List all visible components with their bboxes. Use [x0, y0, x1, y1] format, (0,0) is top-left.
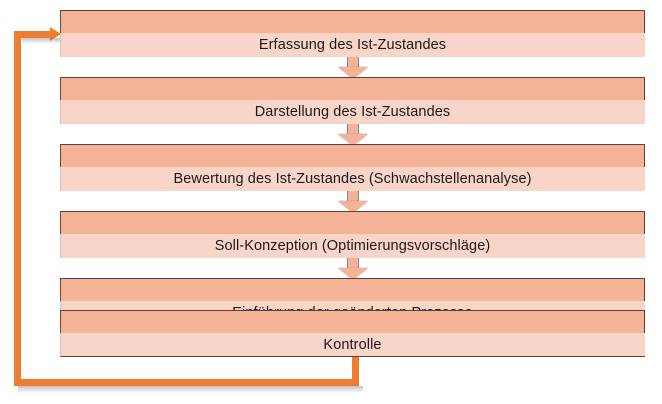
- loop-segment-down-from-kontrolle: [352, 355, 359, 386]
- loop-segment-left-riser: [14, 31, 21, 386]
- process-label-step-3: Bewertung des Ist-Zustandes (Schwachstel…: [173, 171, 532, 187]
- down-block-arrow-icon: [338, 67, 368, 79]
- process-label-step-2: Darstellung des Ist-Zustandes: [254, 104, 451, 120]
- process-box-step-6[interactable]: Kontrolle: [60, 310, 645, 357]
- box-band-top: [60, 10, 645, 33]
- process-label-step-6: Kontrolle: [323, 337, 382, 353]
- connector-step-4-to-5: [338, 258, 368, 280]
- box-band-top: [60, 77, 645, 100]
- box-band-bottom: [60, 167, 645, 191]
- box-band-top: [60, 144, 645, 167]
- loop-segment-top: [14, 31, 52, 38]
- box-band-top: [60, 310, 645, 333]
- connector-step-1-to-2: [338, 57, 368, 79]
- box-band-bottom: [60, 100, 645, 124]
- box-band-bottom: [60, 333, 645, 357]
- box-band-top: [60, 278, 645, 301]
- down-block-arrow-icon-stem: [347, 124, 359, 135]
- process-box-step-1[interactable]: Erfassung des Ist-Zustandes: [60, 10, 645, 57]
- process-label-step-1: Erfassung des Ist-Zustandes: [258, 37, 447, 53]
- down-block-arrow-icon-stem: [347, 191, 359, 202]
- process-box-step-4[interactable]: Soll-Konzeption (Optimierungsvorschläge): [60, 211, 645, 258]
- down-block-arrow-icon-stem: [347, 57, 359, 68]
- down-block-arrow-icon: [338, 268, 368, 280]
- down-block-arrow-icon: [338, 201, 368, 213]
- process-box-step-2[interactable]: Darstellung des Ist-Zustandes: [60, 77, 645, 124]
- box-band-bottom: [60, 234, 645, 258]
- loop-back-arrow-icon: [50, 27, 61, 41]
- box-band-top: [60, 211, 645, 234]
- loop-bottom-shadow: [18, 386, 363, 393]
- process-box-step-3[interactable]: Bewertung des Ist-Zustandes (Schwachstel…: [60, 144, 645, 191]
- connector-step-3-to-4: [338, 191, 368, 213]
- down-block-arrow-icon: [338, 134, 368, 146]
- down-block-arrow-icon-stem: [347, 258, 359, 269]
- process-label-step-4: Soll-Konzeption (Optimierungsvorschläge): [214, 238, 491, 254]
- connector-step-2-to-3: [338, 124, 368, 146]
- loop-segment-bottom: [14, 379, 359, 386]
- box-band-bottom: [60, 33, 645, 57]
